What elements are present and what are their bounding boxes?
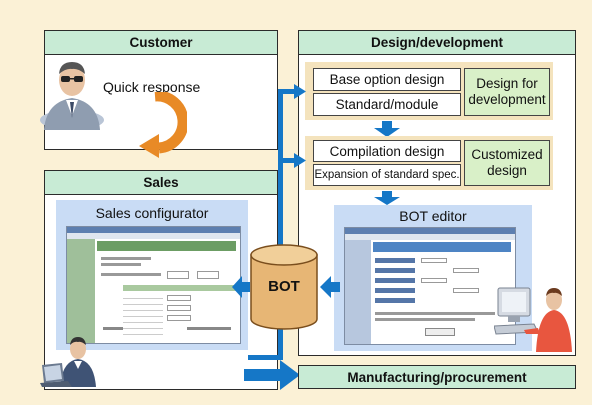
left-arrow-icon (232, 276, 250, 298)
compilation-design-box: Compilation design (313, 140, 461, 162)
left-arrow-icon (320, 276, 340, 298)
quick-response-caption: Quick response (103, 79, 201, 95)
sales-configurator-label: Sales configurator (95, 205, 209, 221)
down-arrow-icon (374, 121, 400, 137)
bot-editor-label: BOT editor (399, 208, 467, 224)
sales-configurator-window (66, 226, 241, 344)
design-header: Design/development (299, 31, 575, 55)
sales-header: Sales (45, 171, 277, 195)
down-arrow-icon (374, 191, 400, 205)
bot-editor-window (344, 227, 516, 345)
engineer-computer-icon (494, 287, 572, 352)
sales-person-laptop-icon (40, 337, 96, 387)
bot-label: BOT (268, 278, 300, 295)
expansion-standard-spec-box: Expansion of standard spec. (313, 164, 461, 186)
customized-design-box: Customized design (464, 140, 550, 186)
customer-person-icon (40, 62, 104, 130)
sales-configurator-area: Sales configurator (56, 200, 248, 350)
standard-module-box: Standard/module (313, 93, 461, 116)
database-cylinder-icon (250, 244, 318, 330)
manufacturing-procurement-box: Manufacturing/procurement (298, 365, 576, 389)
right-arrow-icon (244, 360, 300, 390)
bot-editor-area: BOT editor (334, 205, 532, 351)
customer-panel: Customer Quick response (44, 30, 278, 150)
customer-header: Customer (45, 31, 277, 55)
cycle-arrow-icon (139, 92, 187, 158)
base-option-design-box: Base option design (313, 68, 461, 91)
design-for-development-box: Design for development (464, 68, 550, 116)
